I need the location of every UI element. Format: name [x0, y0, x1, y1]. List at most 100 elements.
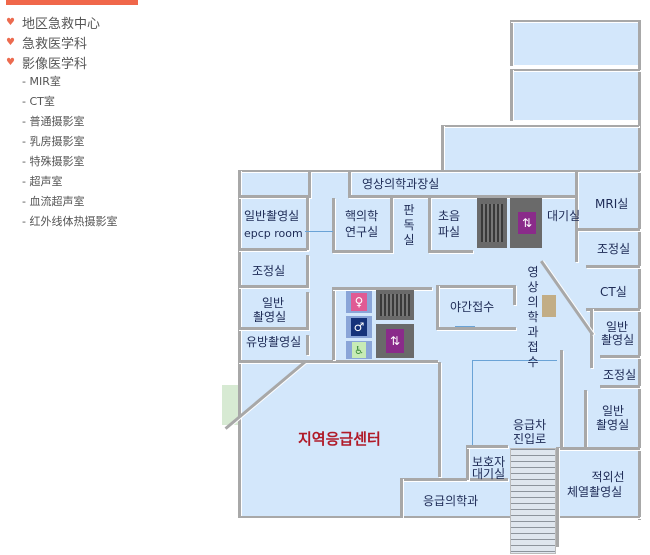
wall [238, 285, 308, 288]
nav-sub-item-mammography[interactable]: - 乳房摄影室 [22, 135, 85, 148]
nav-item-label: 急救医学科 [22, 36, 88, 52]
room-control-1[interactable]: 조정실 [597, 242, 631, 256]
nav-sub-item-mri[interactable]: - MIR室 [22, 75, 61, 88]
nav-sub-item-ultrasound[interactable]: - 超声室 [22, 175, 63, 188]
room-ultrasound-2: 파실 [438, 225, 461, 239]
stairs-center [376, 290, 414, 320]
wall [332, 287, 335, 360]
wall [510, 69, 513, 121]
wall [428, 198, 431, 253]
nav-sub-item-special-xray[interactable]: - 特殊摄影室 [22, 155, 85, 168]
wall [308, 172, 311, 198]
wall [400, 478, 508, 481]
room-epcp-label: epcp room [244, 227, 303, 240]
room-reading[interactable]: 판독실 [403, 203, 415, 247]
wall [600, 355, 640, 358]
room-guardian-waiting[interactable]: 보호자 [472, 455, 506, 469]
wall [513, 285, 516, 305]
heart-icon: ♥ [6, 56, 15, 68]
restroom-bg: ♂ [346, 316, 372, 338]
wall [560, 350, 563, 450]
restroom-bg: ♿ [346, 341, 372, 359]
wall [332, 250, 392, 253]
heart-icon: ♥ [6, 16, 15, 28]
wall [510, 69, 640, 71]
room-emergency-medicine[interactable]: 응급의학과 [423, 494, 479, 508]
nav-item-radiology[interactable]: ♥ 影像医学科 [6, 52, 206, 72]
nav-item-regional-emergency-center[interactable]: ♥ 地区急救中心 [6, 12, 206, 32]
wall [390, 198, 393, 253]
stairs-top [477, 198, 507, 248]
women-restroom-icon: ♀ [351, 293, 367, 311]
nav-sub-item-doppler[interactable]: - 血流超声室 [22, 195, 85, 208]
nav-sub-item-general-xray[interactable]: - 普通摄影室 [22, 115, 85, 128]
top-block-3 [441, 126, 640, 171]
guide-line [305, 231, 333, 232]
room-control-2[interactable]: 조정실 [603, 368, 637, 382]
elevator-icon: ⇅ [386, 329, 404, 353]
wall [638, 20, 641, 520]
wall [332, 198, 335, 253]
wall [441, 125, 639, 127]
wall [510, 20, 640, 22]
room-general-xray-epcp[interactable]: 일반촬영실 [244, 209, 300, 223]
wall [348, 172, 351, 198]
wall [556, 516, 640, 518]
room-infrared-2: 체열촬영실 [567, 485, 623, 499]
room-general-xray-left[interactable]: 일반 [261, 296, 285, 310]
room-general-xray-right1[interactable]: 일반 [605, 320, 629, 334]
wall [586, 308, 640, 311]
ambulance-ramp [510, 448, 556, 554]
wall [556, 447, 559, 547]
room-ultrasound[interactable]: 초음 [438, 209, 461, 223]
room-general-xray-left-2: 촬영실 [253, 310, 287, 324]
room-waiting[interactable]: 대기실 [547, 209, 581, 223]
wall [306, 335, 309, 355]
room-nuclear-lab[interactable]: 핵의학 [345, 209, 379, 223]
wall [238, 195, 308, 198]
nav-item-emergency-medicine[interactable]: ♥ 急救医学科 [6, 32, 206, 52]
nav-item-label: 地区急救中心 [22, 16, 101, 32]
wall [436, 285, 439, 330]
room-infrared[interactable]: 적외선 [591, 470, 625, 484]
wall [578, 228, 640, 231]
room-ambulance-entrance-2: 진입로 [513, 432, 547, 446]
top-accent-bar [6, 0, 138, 5]
wall [306, 255, 309, 288]
top-block-2 [510, 70, 640, 120]
nav-sub-item-ct[interactable]: - CT室 [22, 95, 55, 108]
stairs-icon [380, 294, 410, 316]
wall [306, 292, 309, 330]
wall [590, 308, 593, 368]
elevator-top: ⇅ [510, 198, 542, 248]
heart-icon: ♥ [6, 36, 15, 48]
room-mammography[interactable]: 유방촬영실 [246, 335, 302, 349]
room-ct[interactable]: CT실 [600, 285, 627, 299]
sidebar-nav: ♥ 地区急救中心 ♥ 急救医学科 ♥ 影像医学科 - MIR室 - CT室 - … [6, 12, 206, 232]
room-night-reception[interactable]: 야간접수 [450, 300, 495, 314]
wall [238, 516, 510, 518]
accessible-restroom-icon: ♿ [352, 342, 366, 358]
wall [306, 198, 309, 250]
room-ambulance-entrance[interactable]: 응급차 [513, 418, 547, 432]
elevator-icon: ⇅ [518, 212, 536, 234]
wall [575, 172, 578, 262]
guide-line [472, 360, 473, 445]
wall [510, 20, 513, 66]
room-general-xray-right2[interactable]: 일반 [601, 404, 625, 418]
room-regional-emergency-center[interactable]: 지역응급센터 [298, 430, 381, 448]
wall [584, 390, 587, 450]
elevator-center: ⇅ [376, 324, 414, 358]
room-control-left[interactable]: 조정실 [252, 264, 286, 278]
room-guardian-waiting-2: 대기실 [472, 467, 506, 481]
wall [238, 360, 438, 363]
wall [441, 125, 444, 171]
room-mri[interactable]: MRI실 [595, 197, 629, 211]
nav-sub-item-infrared[interactable]: - 红外线体热摄影室 [22, 215, 118, 228]
room-radiology-head[interactable]: 영상의학과장실 [362, 177, 440, 191]
reception-desk-icon [542, 295, 556, 317]
room-radiology-reception[interactable]: 영상의학과접수 [527, 265, 539, 369]
wall [332, 287, 432, 290]
green-entrance [222, 385, 240, 425]
